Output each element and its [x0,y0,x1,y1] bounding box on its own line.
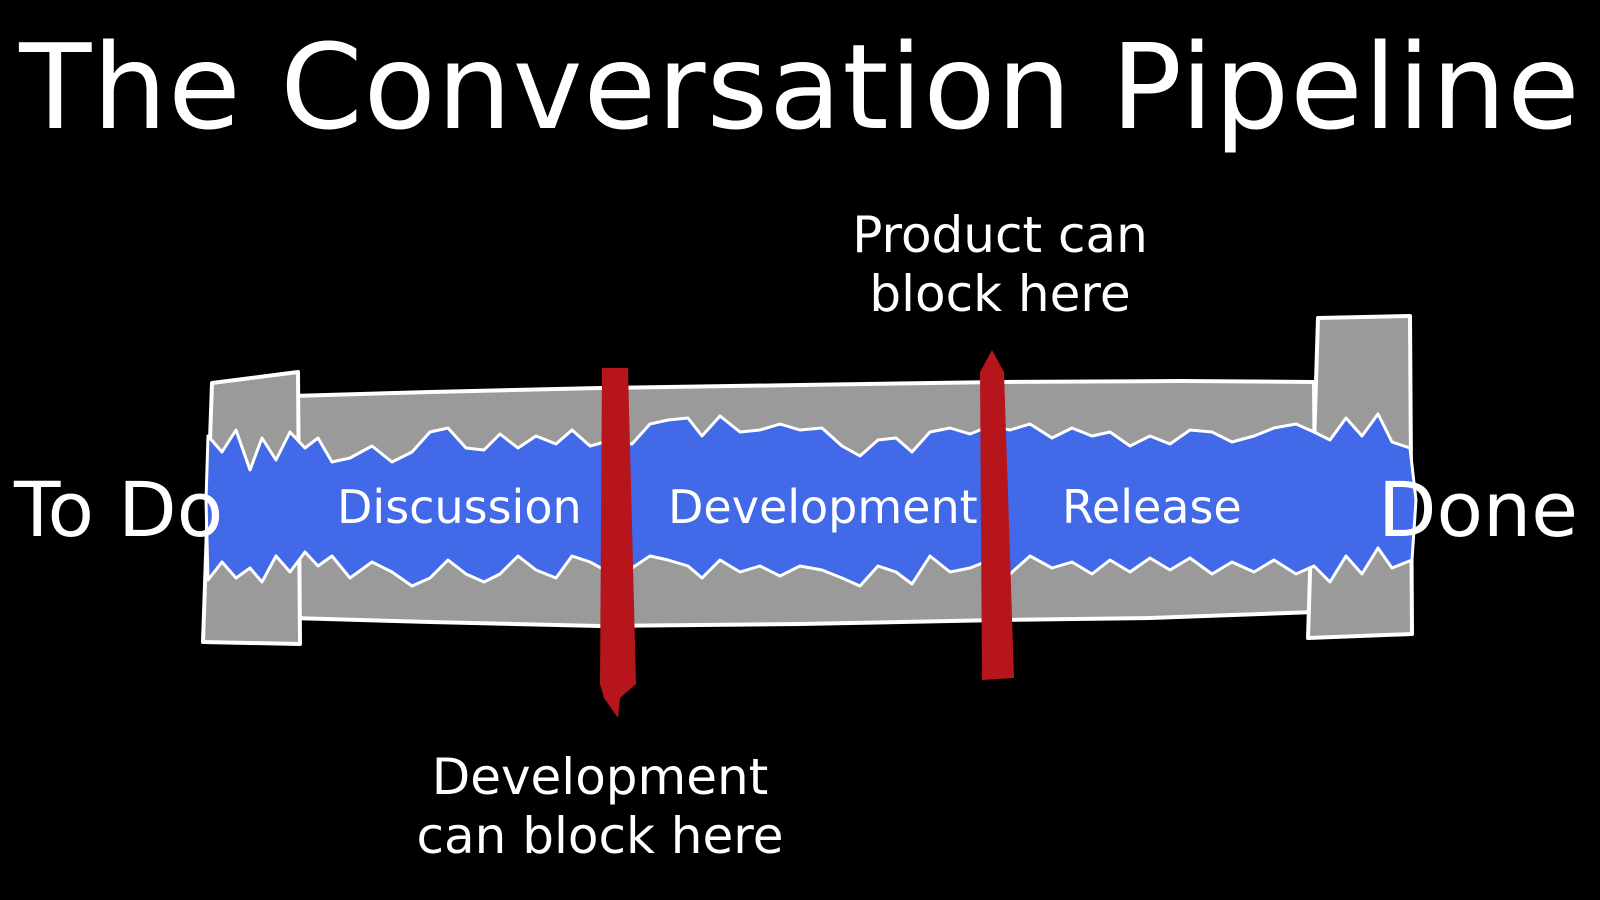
product-blocker-bar [980,350,1014,680]
flow-stream [204,412,1418,588]
product-blocker-note-line1: Product can [852,206,1148,264]
development-blocker-note-line1: Development [431,748,769,806]
diagram-title: The Conversation Pipeline [19,18,1581,156]
development-blocker-note: Development can block here [400,748,800,866]
development-blocker-bar [600,368,636,718]
stage-label-discussion: Discussion [337,480,582,534]
stage-label-release: Release [1062,480,1242,534]
product-blocker-note: Product can block here [820,206,1180,324]
development-blocker-note-line2: can block here [416,807,784,865]
stage-label-development: Development [668,480,978,534]
start-label: To Do [14,465,224,554]
end-label: Done [1378,465,1578,554]
product-blocker-note-line2: block here [869,265,1131,323]
